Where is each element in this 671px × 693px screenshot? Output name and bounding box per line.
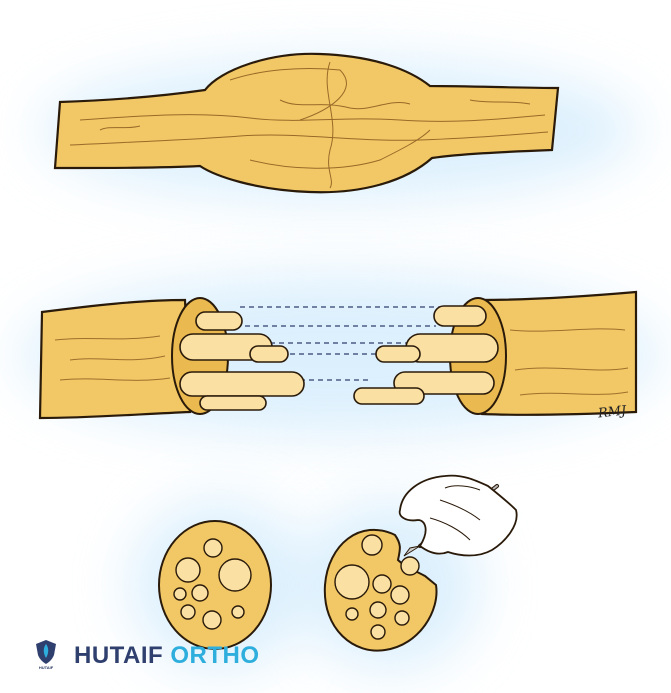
fascicle-section <box>372 574 392 594</box>
fascicle-section <box>370 624 386 640</box>
right-nerve-stump <box>478 290 638 416</box>
fascicle <box>249 345 289 363</box>
fascicle-section <box>173 587 187 601</box>
fascicle-section <box>218 558 252 592</box>
fascicle-section <box>334 564 370 600</box>
right-fascicles <box>353 305 499 405</box>
neuroma-panel <box>53 52 560 194</box>
brand-primary: HUTAIF <box>74 642 164 669</box>
fascicle-section <box>202 610 222 630</box>
fascicle-section <box>369 601 387 619</box>
brand-logo-caption: HUTAIF <box>38 665 54 670</box>
fascicle <box>199 395 267 411</box>
fascicle-section <box>203 538 223 558</box>
fascicle-section <box>394 610 410 626</box>
scalpel-blade <box>403 545 421 557</box>
fascicle <box>195 311 243 331</box>
fascicle-section <box>361 534 383 556</box>
nerve-with-neuroma <box>53 52 560 194</box>
fascicle <box>375 345 421 363</box>
brand-name: HUTAIF ORTHO <box>74 636 260 676</box>
fascicle-section <box>175 557 201 583</box>
fascicle-section <box>400 556 420 576</box>
brand-logo-icon: HUTAIF <box>34 639 58 673</box>
brand-secondary: ORTHO <box>170 642 260 669</box>
left-fascicles <box>179 311 305 411</box>
hand-with-scalpel <box>398 474 518 557</box>
hand <box>398 474 518 557</box>
fascicle-section <box>231 605 245 619</box>
brand-watermark: HUTAIF HUTAIF ORTHO <box>34 636 260 676</box>
fascicle-section <box>345 607 359 621</box>
fascicle-section <box>191 584 209 602</box>
fascicle <box>433 305 487 327</box>
fascicle <box>353 387 425 405</box>
fascicle-section <box>390 585 410 605</box>
fascicle-section <box>180 604 196 620</box>
